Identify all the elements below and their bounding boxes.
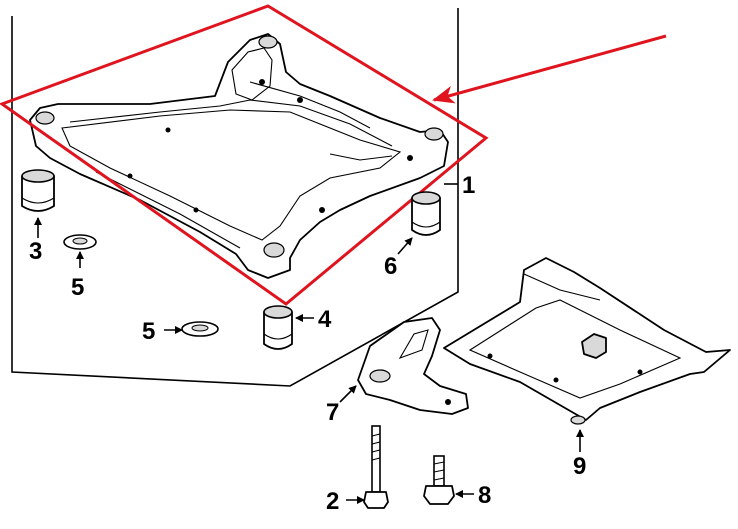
crossmember-frame — [29, 33, 449, 279]
callout-7: 7 — [326, 399, 339, 426]
callout-3: 3 — [29, 238, 42, 265]
highlight-outline — [0, 4, 667, 306]
callout-5-lower: 5 — [142, 318, 155, 345]
leader-lines — [34, 183, 584, 504]
callout-6: 6 — [384, 253, 397, 280]
washer-lower — [181, 321, 219, 337]
callout-4: 4 — [318, 306, 332, 333]
under-cover — [443, 257, 731, 425]
bolt-short — [423, 455, 455, 505]
bushing-left — [21, 169, 55, 212]
bolt-long — [363, 425, 389, 509]
bushing-front — [263, 305, 293, 350]
bracket — [357, 317, 469, 415]
callout-8: 8 — [478, 482, 491, 509]
callout-5-upper: 5 — [71, 274, 84, 301]
callout-1: 1 — [462, 172, 475, 199]
assembly-outline — [11, 8, 459, 387]
callout-2: 2 — [326, 488, 339, 515]
callout-9: 9 — [573, 453, 586, 480]
washer-upper — [63, 234, 97, 250]
bushing-right — [411, 191, 441, 236]
